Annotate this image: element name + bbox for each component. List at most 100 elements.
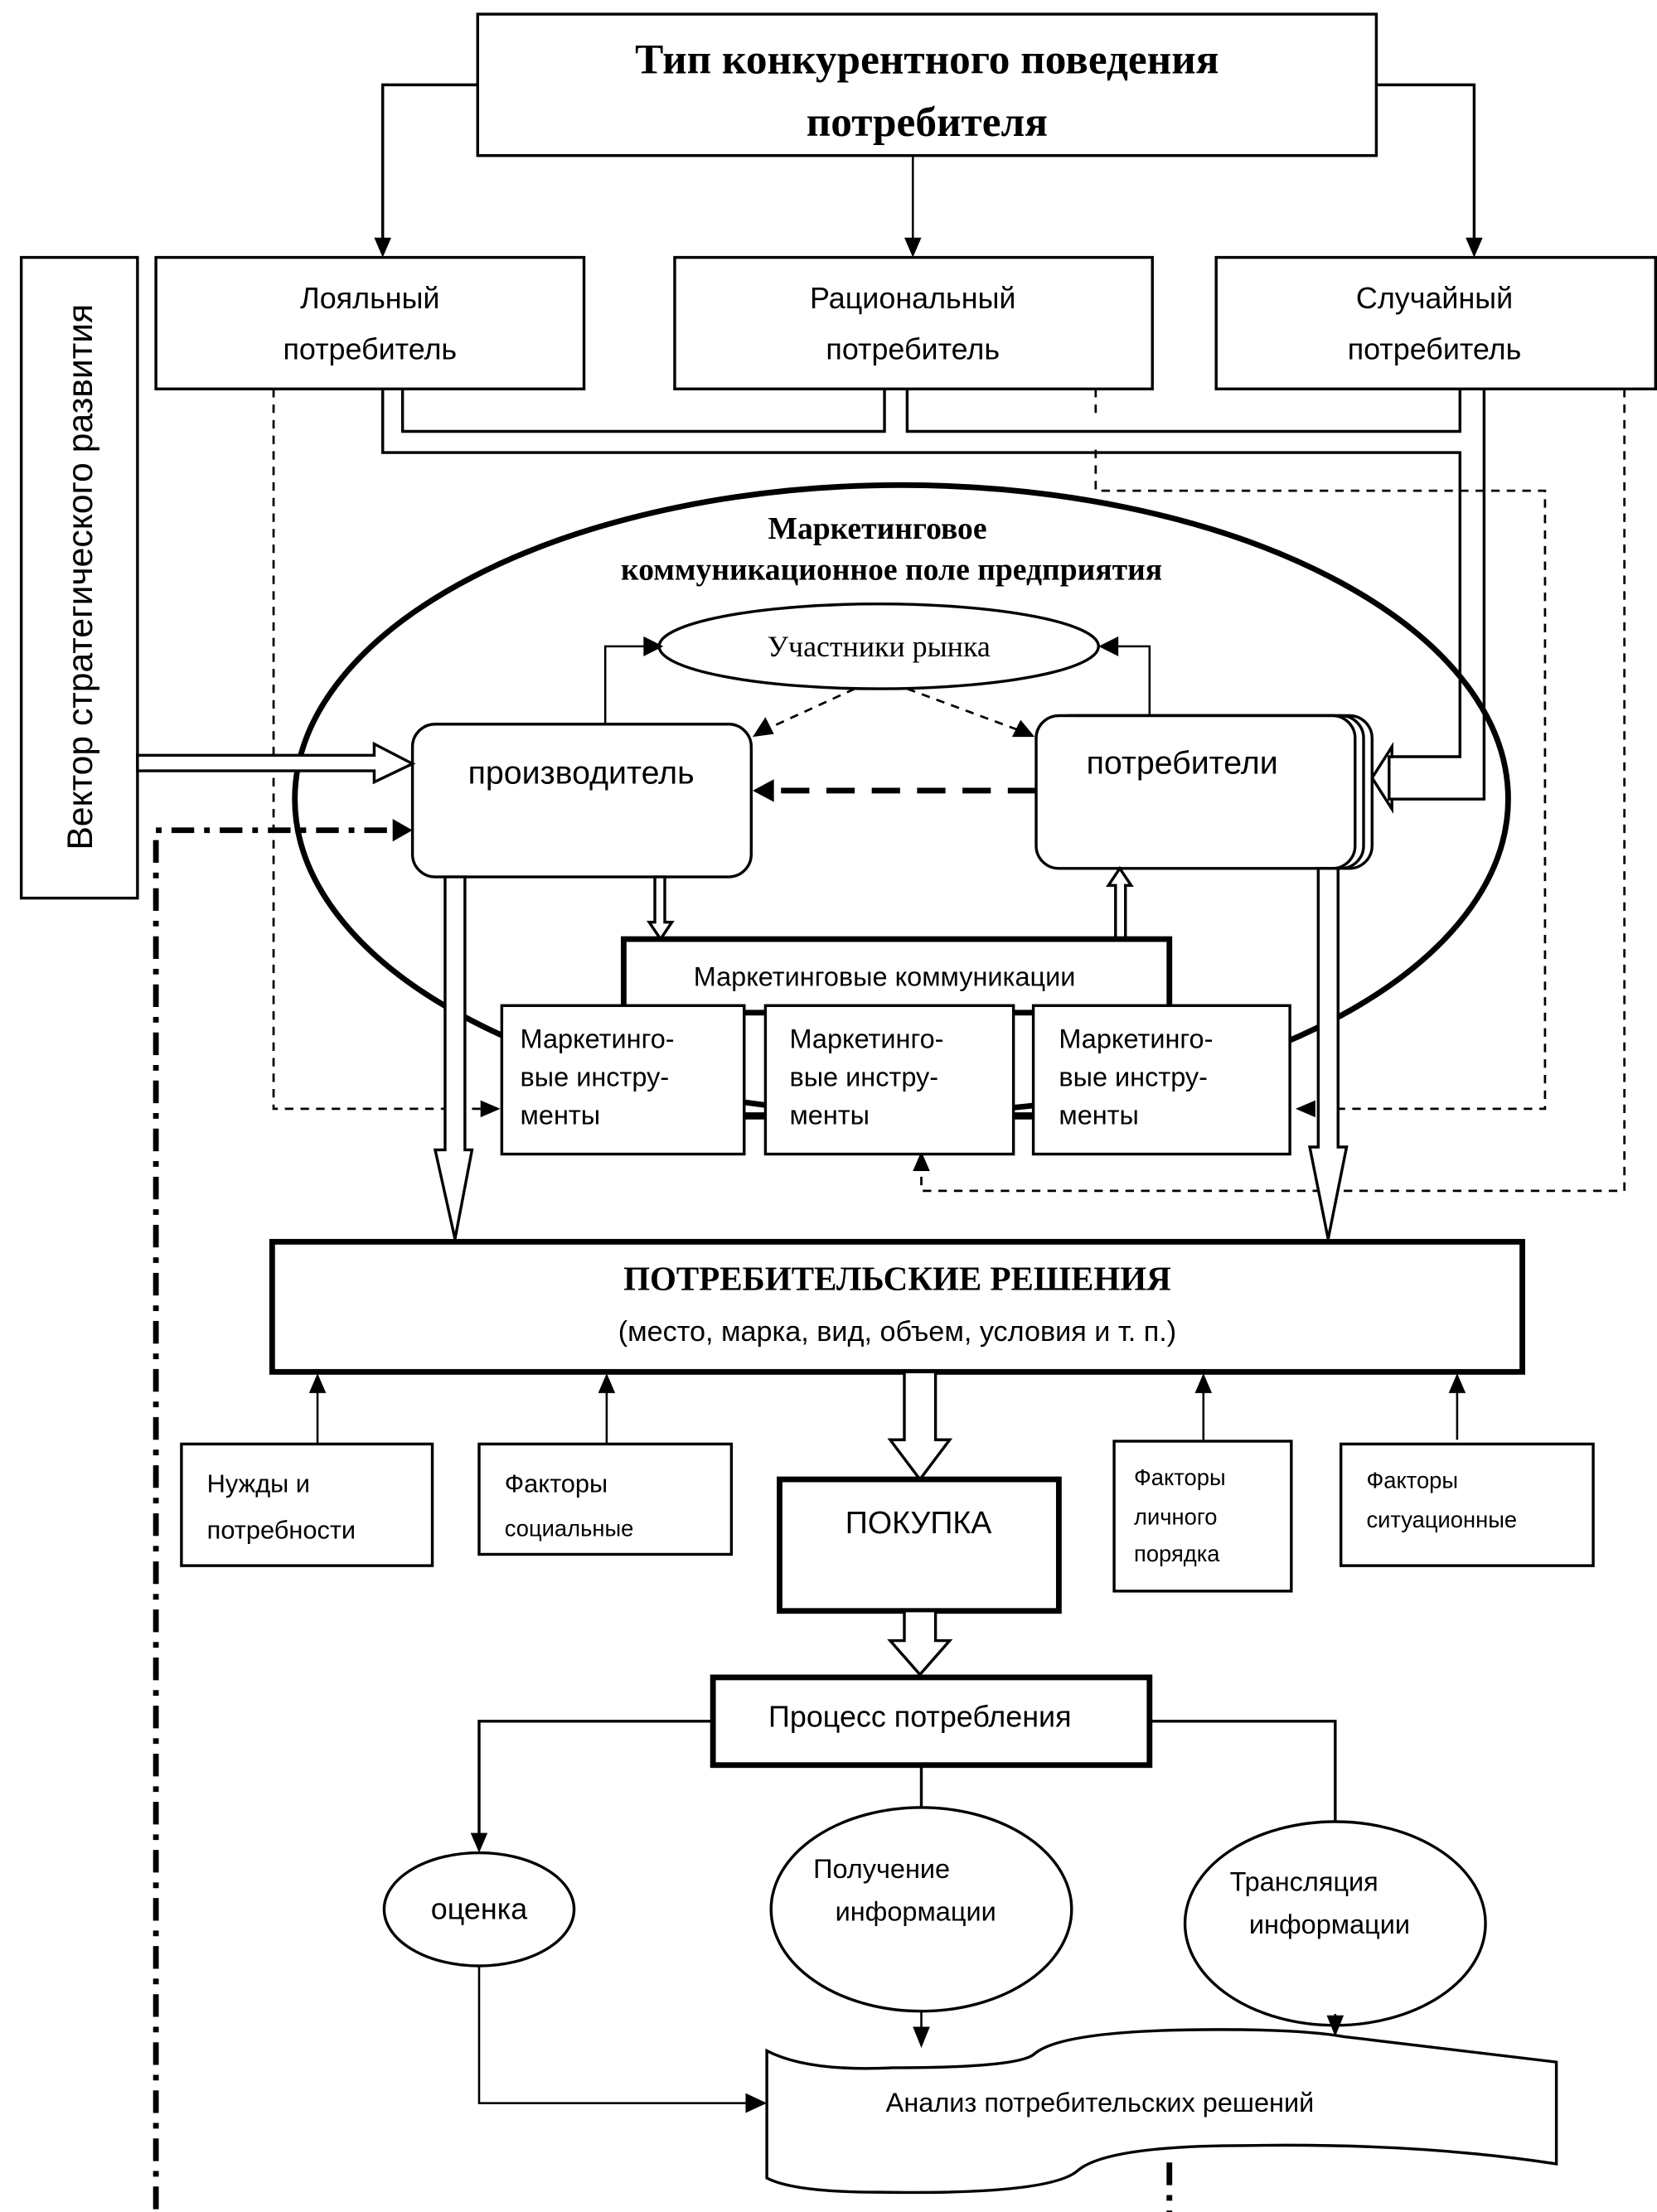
info-receive-line1: Получение bbox=[813, 1854, 950, 1884]
arrowhead bbox=[598, 1373, 616, 1393]
hollow-arrow-vector-to-producer bbox=[136, 741, 416, 785]
factor-label: Факторы bbox=[1366, 1467, 1458, 1493]
consumers-box bbox=[1034, 714, 1357, 870]
arrowhead bbox=[392, 819, 413, 842]
arrow-consumption-to-info-translate bbox=[1149, 1720, 1337, 1839]
consumption-process-label: Процесс потребления bbox=[768, 1701, 1071, 1734]
arrow-evaluation-to-analysis bbox=[477, 1966, 748, 2104]
tool-label: вые инстру- bbox=[1059, 1062, 1208, 1092]
arrowhead bbox=[1326, 2015, 1344, 2037]
title-line2: потребителя bbox=[807, 99, 1048, 146]
info-translate-line2: информации bbox=[1249, 1909, 1410, 1939]
tool-label: Маркетинго- bbox=[521, 1024, 675, 1054]
info-receive-line2: информации bbox=[836, 1896, 996, 1926]
factor-label: Факторы bbox=[505, 1469, 608, 1498]
factor-label: Факторы bbox=[1134, 1464, 1226, 1490]
consumption-process-box bbox=[710, 1674, 1153, 1769]
producer-box bbox=[410, 723, 753, 879]
market-participants-label: Участники рынка bbox=[768, 630, 991, 663]
tool-label: менты bbox=[789, 1101, 870, 1130]
arrowhead bbox=[1295, 1100, 1315, 1118]
arrowhead bbox=[745, 2093, 768, 2113]
marketing-tool-3: Маркетинго- вые инстру- менты bbox=[1031, 1004, 1291, 1156]
strategic-vector-label: Вектор стратегического развития bbox=[61, 304, 100, 850]
evaluation-label: оценка bbox=[431, 1893, 527, 1926]
factor-label: личного bbox=[1134, 1504, 1217, 1530]
arrowhead bbox=[1448, 1373, 1466, 1393]
consumer-type-rational: Рациональный потребитель bbox=[673, 255, 1154, 390]
factor-needs: Нужды и потребности bbox=[180, 1442, 434, 1567]
consumer-type-label: потребитель bbox=[1348, 332, 1522, 365]
factor-label: социальные bbox=[505, 1515, 634, 1541]
connector-loyal-random-outer bbox=[380, 389, 1462, 758]
arrowhead bbox=[1194, 1373, 1213, 1393]
decisions-title: ПОТРЕБИТЕЛЬСКИЕ РЕШЕНИЯ bbox=[623, 1259, 1171, 1297]
tool-label: менты bbox=[1059, 1101, 1139, 1130]
arrow-producer-to-participants bbox=[603, 645, 650, 724]
strategic-vector-box bbox=[19, 255, 139, 900]
hollow-arrowhead-to-consumers bbox=[1370, 742, 1393, 814]
decisions-subtitle: (место, марка, вид, объем, условия и т. … bbox=[618, 1316, 1176, 1348]
arrowhead bbox=[913, 1151, 930, 1171]
hollow-arrow-consumers-to-decisions bbox=[1307, 867, 1349, 1240]
arrow-title-to-loyal bbox=[380, 83, 478, 241]
tool-label: вые инстру- bbox=[521, 1062, 670, 1092]
hollow-arrow-producer-to-decisions bbox=[433, 875, 474, 1240]
arrow-consumers-to-participants bbox=[1112, 645, 1151, 716]
tool-label: менты bbox=[521, 1101, 601, 1130]
consumer-type-label: Случайный bbox=[1356, 282, 1513, 315]
factor-social: Факторы социальные bbox=[477, 1442, 734, 1556]
tool-label: Маркетинго- bbox=[789, 1024, 943, 1054]
marketing-communications-box bbox=[620, 936, 1173, 1016]
factor-label: порядка bbox=[1134, 1541, 1220, 1566]
field-title-line2: коммуникационное поле предприятия bbox=[621, 554, 1162, 588]
consumers-label: потребители bbox=[1087, 745, 1278, 782]
dashed-random-to-tools bbox=[920, 389, 1626, 1193]
dashed-rational-to-tools-2 bbox=[1094, 449, 1547, 1111]
producer-label: производитель bbox=[468, 754, 695, 791]
hollow-arrow-decisions-to-purchase bbox=[887, 1370, 953, 1482]
dashed-loyal-to-tools bbox=[272, 389, 489, 1111]
info-translate-line1: Трансляция bbox=[1230, 1867, 1378, 1897]
arrowhead bbox=[643, 636, 664, 656]
marketing-tool-1: Маркетинго- вые инстру- менты bbox=[500, 1004, 746, 1156]
consumer-decisions-box bbox=[269, 1238, 1525, 1375]
arrowhead bbox=[308, 1373, 327, 1393]
marketing-tool-2: Маркетинго- вые инстру- менты bbox=[763, 1004, 1015, 1156]
factor-label: потребности bbox=[207, 1516, 356, 1545]
arrowhead bbox=[1011, 719, 1035, 738]
consumer-type-random: Случайный потребитель bbox=[1214, 255, 1657, 390]
hollow-arrow-producer-to-comms bbox=[646, 875, 675, 942]
dashed-participants-to-consumers bbox=[906, 687, 1019, 731]
arrowhead bbox=[1466, 237, 1483, 258]
factor-label: ситуационные bbox=[1366, 1507, 1517, 1532]
purchase-box bbox=[777, 1476, 1062, 1614]
consumer-type-label: потребитель bbox=[283, 332, 457, 365]
title-line1: Тип конкурентного поведения bbox=[635, 36, 1219, 84]
arrow-title-to-random bbox=[1376, 83, 1476, 241]
connector-random-outer bbox=[1388, 389, 1486, 801]
purchase-label: ПОКУПКА bbox=[845, 1505, 992, 1540]
connector-rational-random bbox=[905, 389, 1462, 433]
analysis-box bbox=[765, 2028, 1558, 2195]
marketing-communications-label: Маркетинговые коммуникации bbox=[694, 961, 1076, 991]
consumer-type-label: потребитель bbox=[826, 332, 1000, 365]
arrowhead bbox=[753, 779, 774, 802]
dashed-participants-to-producer bbox=[768, 687, 855, 730]
arrowhead bbox=[913, 2026, 930, 2049]
factor-personal: Факторы личного порядка bbox=[1112, 1440, 1293, 1593]
hollow-arrow-comms-to-consumers bbox=[1106, 865, 1134, 941]
factor-situational: Факторы ситуационные bbox=[1339, 1442, 1595, 1567]
tool-label: Маркетинго- bbox=[1059, 1024, 1213, 1054]
arrowhead bbox=[470, 1832, 488, 1853]
arrowhead bbox=[374, 237, 391, 258]
arrowhead bbox=[480, 1100, 501, 1118]
consumer-type-label: Рациональный bbox=[810, 282, 1015, 315]
arrowhead bbox=[904, 237, 922, 258]
connector-loyal-rational bbox=[400, 389, 886, 433]
hollow-arrow-purchase-to-consumption bbox=[887, 1609, 953, 1677]
analysis-label: Анализ потребительских решений bbox=[886, 2088, 1315, 2118]
dash-dot-feedback-loop bbox=[153, 827, 1173, 2212]
arrowhead bbox=[1098, 636, 1119, 656]
